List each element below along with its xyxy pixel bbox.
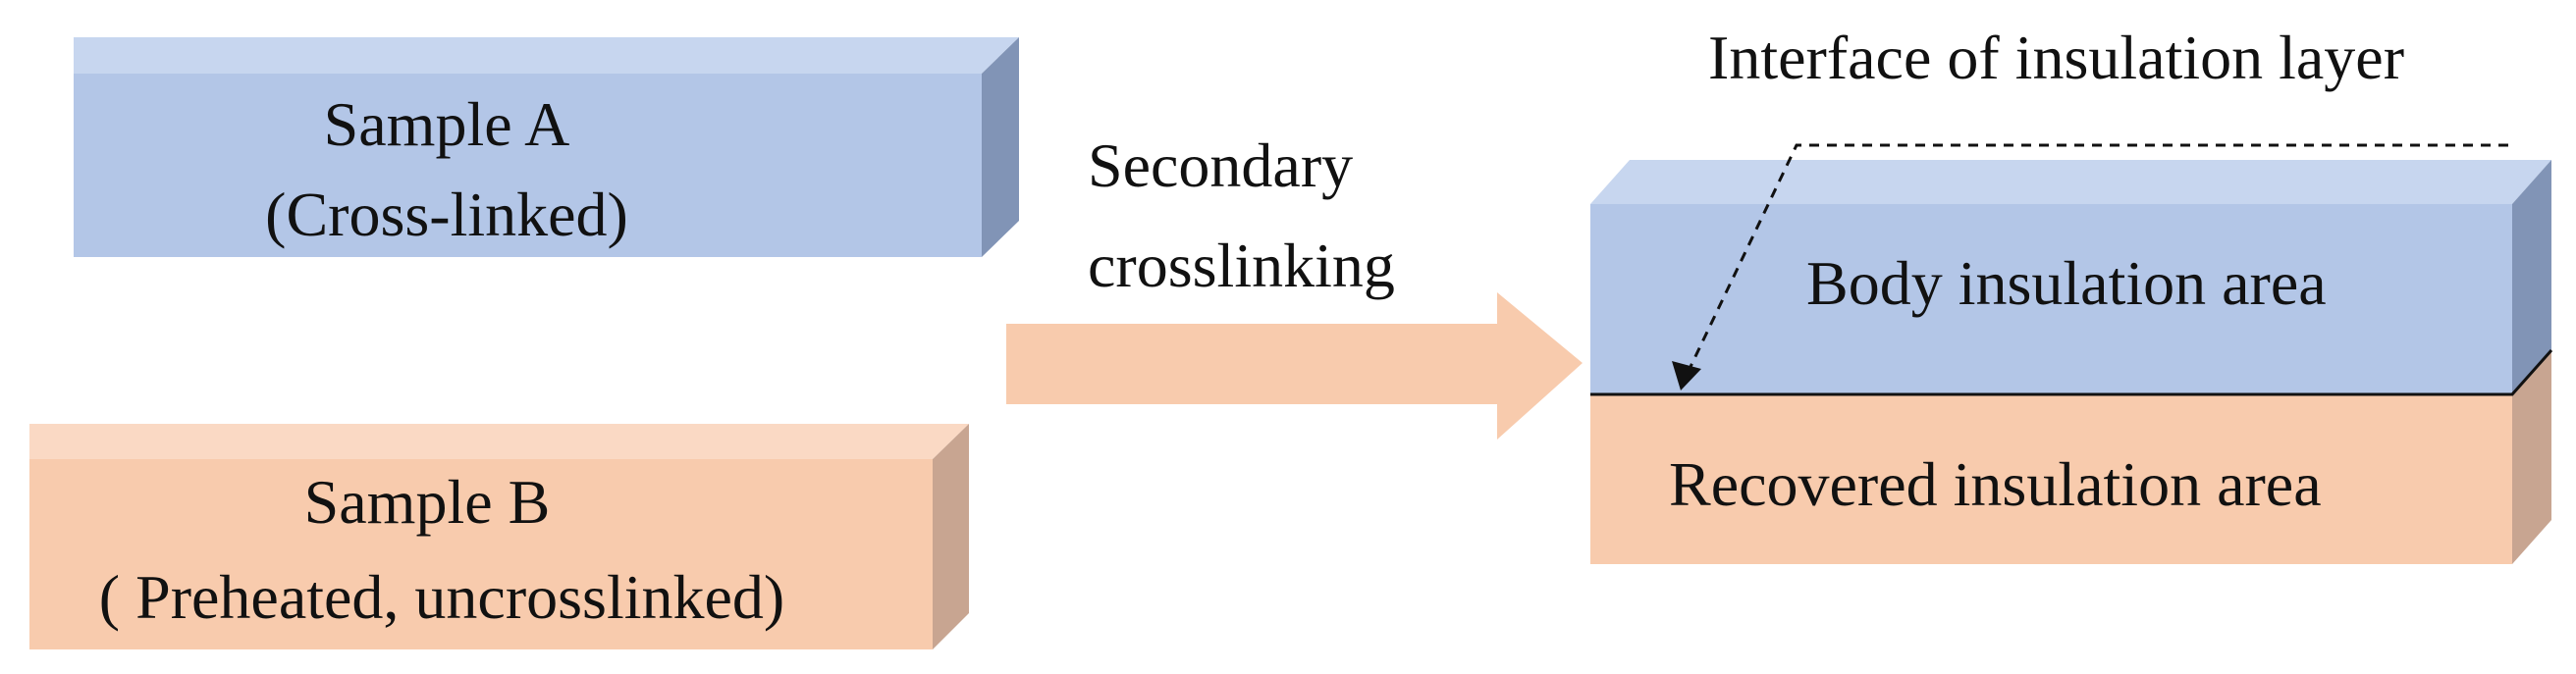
process-arrow-shape — [1006, 292, 1583, 440]
interface-callout: Interface of insulation layer — [1672, 23, 2508, 390]
sample-b-block: Sample B ( Preheated, uncrosslinked) — [29, 424, 969, 649]
interface-label: Interface of insulation layer — [1708, 23, 2404, 92]
recovered-area-label: Recovered insulation area — [1669, 449, 2322, 519]
interface-line — [1590, 349, 2553, 396]
sample-a-front-face — [74, 74, 982, 257]
interface-leader-line — [1687, 143, 2508, 372]
process-arrow-label-line2: crosslinking — [1088, 231, 1395, 300]
result-block: Body insulation area Recovered insulatio… — [1590, 160, 2553, 564]
recovered-layer-side-face — [2512, 350, 2551, 564]
sample-a-side-face — [982, 37, 1019, 257]
sample-a-block: Sample A (Cross-linked) — [74, 37, 1019, 257]
sample-b-front-face — [29, 459, 933, 649]
process-arrow-label-line1: Secondary — [1088, 130, 1353, 200]
sample-a-subtitle: (Cross-linked) — [265, 180, 628, 249]
body-layer-front-face — [1590, 204, 2512, 394]
body-area-label: Body insulation area — [1806, 248, 2327, 318]
sample-a-title: Sample A — [324, 89, 570, 159]
body-layer-side-face — [2512, 160, 2551, 394]
sample-b-side-face — [933, 424, 969, 649]
sample-b-title: Sample B — [304, 467, 551, 537]
interface-leader-arrowhead — [1672, 361, 1701, 390]
body-layer-top-face-full — [1590, 160, 2551, 204]
recovered-layer-front-face — [1590, 394, 2512, 564]
sample-b-subtitle: ( Preheated, uncrosslinked) — [99, 562, 784, 632]
process-arrow: Secondary crosslinking — [1006, 130, 1583, 440]
sample-b-top-face — [29, 424, 969, 459]
sample-a-top-face — [74, 37, 1019, 74]
